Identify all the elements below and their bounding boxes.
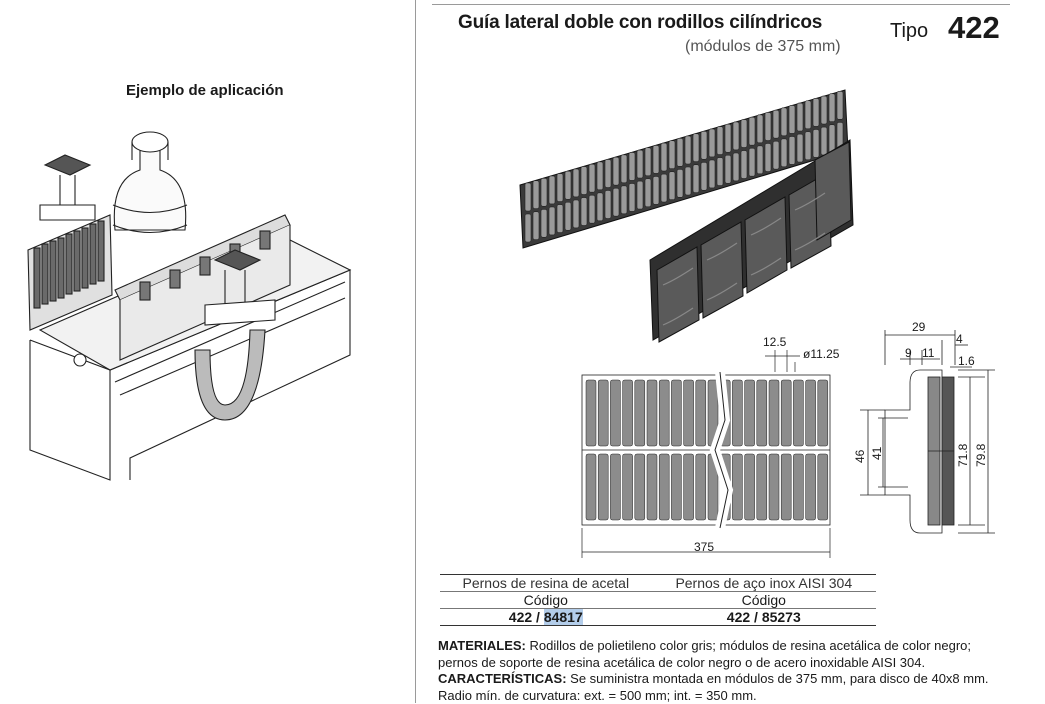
col2-code-label: Código — [652, 592, 876, 609]
caracteristicas-label: CARACTERÍSTICAS: — [438, 671, 567, 686]
col2-header: Pernos de aço inox AISI 304 — [652, 575, 876, 592]
notes-section: MATERIALES: Rodillos de polietileno colo… — [438, 638, 1038, 704]
caracteristicas-line-1: CARACTERÍSTICAS: Se suministra montada e… — [438, 671, 1038, 688]
dim-1-6: 1.6 — [958, 354, 975, 368]
col1-code-label: Código — [440, 592, 652, 609]
codes-table: Pernos de resina de acetal Pernos de aço… — [440, 574, 876, 626]
col1-code-cell: 422 / 84817 — [440, 609, 652, 626]
header-rule — [432, 4, 1010, 5]
caracteristicas-line-2: Radio mín. de curvatura: ext. = 500 mm; … — [438, 688, 1038, 704]
dim-9: 9 — [905, 346, 912, 360]
application-example-illustration — [20, 120, 365, 485]
dim-pitch: 12.5 — [763, 335, 787, 349]
dim-29: 29 — [912, 320, 926, 334]
application-example-title: Ejemplo de aplicación — [126, 82, 284, 99]
col1-header: Pernos de resina de acetal — [440, 575, 652, 592]
materiales-line-1: MATERIALES: Rodillos de polietileno colo… — [438, 638, 1038, 655]
dim-71-8: 71.8 — [956, 443, 970, 467]
dim-length: 375 — [694, 540, 714, 554]
tipo-number: 422 — [948, 10, 1000, 46]
dim-41: 41 — [870, 446, 884, 460]
col1-code-selected[interactable]: 84817 — [544, 609, 583, 625]
dim-46: 46 — [853, 449, 867, 463]
col1-code-prefix: 422 / — [509, 609, 544, 625]
product-title: Guía lateral doble con rodillos cilíndri… — [458, 12, 822, 34]
dim-11: 11 — [922, 346, 935, 360]
materiales-line-2: pernos de soporte de resina acetálica de… — [438, 655, 1038, 672]
dim-diameter: ø11.25 — [803, 347, 840, 361]
dim-79-8: 79.8 — [974, 443, 988, 467]
dim-4: 4 — [956, 332, 963, 346]
section-view-drawing: 29 4 9 11 1.6 46 41 71.8 79.8 — [850, 315, 1000, 545]
product-subtitle: (módulos de 375 mm) — [685, 38, 841, 56]
front-view-drawing: 12.5 ø11.25 375 — [570, 330, 840, 560]
materiales-label: MATERIALES: — [438, 638, 526, 653]
tipo-label: Tipo — [890, 20, 928, 43]
product-render — [515, 70, 855, 345]
col2-code-value: 422 / 85273 — [652, 609, 876, 626]
column-divider — [415, 0, 416, 703]
